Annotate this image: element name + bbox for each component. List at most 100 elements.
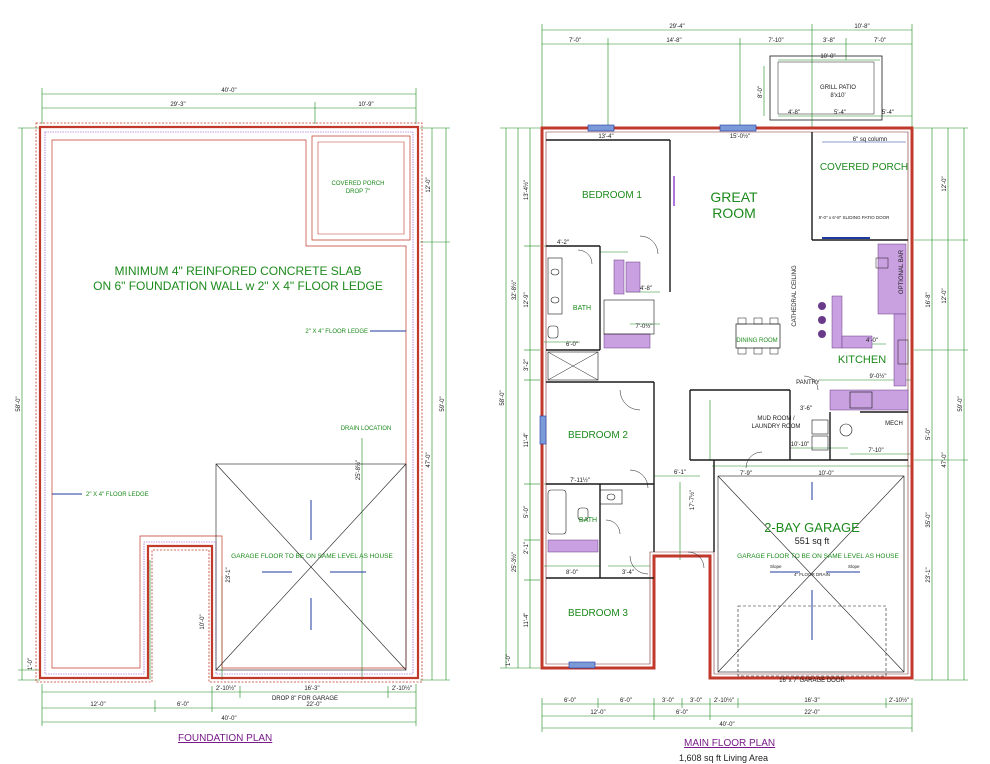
dim-f-right-c: 47'-0" (426, 452, 432, 467)
dim-m-patio: 10'-0" (820, 54, 835, 60)
dim-f-right-b: 59'-0" (440, 396, 446, 411)
living-area-label: 1,608 sq ft Living Area (679, 753, 769, 763)
dim-m-k4: 3'-6" (800, 406, 812, 412)
garage-floor-drain: 4" FLOOR DRAIN (794, 572, 830, 577)
dim-f-corner: 1'-0" (28, 658, 34, 670)
foundation-plan: MINIMUM 4" REINFORED CONCRETE SLAB ON 6"… (16, 88, 450, 726)
room-bedroom-2: BEDROOM 2 (568, 430, 628, 441)
dim-f-g-left: 23'-1" (226, 567, 232, 582)
dim-m-bt2: 8'-0" (566, 570, 578, 576)
room-bath-2: BATH (579, 517, 597, 524)
dim-m-top-b: 10'-8" (854, 24, 869, 30)
room-bedroom-1: BEDROOM 1 (582, 190, 642, 201)
dim-m-t2: 14'-8" (666, 38, 681, 44)
dim-m-p1: 4'-8" (788, 110, 800, 116)
dim-f-b6: 22'-0" (306, 702, 321, 708)
garage-slope-left: Slope (770, 564, 782, 569)
dim-m-b2: 6'-0" (620, 698, 632, 704)
dim-m-mud: 10'-10" (791, 442, 810, 448)
dim-m-l9: 25'-3½" (511, 552, 518, 572)
foundation-porch-label: COVERED PORCH (331, 181, 384, 187)
main-floor-plan-caption: MAIN FLOOR PLAN (684, 738, 776, 749)
dim-m-b6: 16'-3" (804, 698, 819, 704)
dim-m-hall2: 4'-8" (640, 286, 652, 292)
room-covered-porch: COVERED PORCH (820, 162, 908, 173)
room-mud-line1: MUD ROOM / (757, 416, 795, 422)
dim-m-g2: 10'-0" (818, 471, 833, 477)
dim-m-b9: 6'-0" (676, 710, 688, 716)
dim-m-rr7: 35'-0" (926, 512, 932, 527)
dim-m-hall3: 7'-0½" (636, 323, 653, 330)
dim-m-rr5: 59'-0" (958, 396, 964, 411)
dim-m-bt1: 7'-11½" (570, 477, 590, 484)
dim-m-l8: 2'-1" (524, 542, 530, 554)
dim-m-rr8: 23'-1" (926, 567, 932, 582)
porch-column-note: 6" sq column (853, 137, 887, 143)
dim-f-top-total: 40'-0" (221, 88, 236, 94)
room-bedroom-3: BEDROOM 3 (568, 608, 628, 619)
sliding-door-label: 8'-0" x 6'-8" SLIDING PATIO DOOR (819, 215, 891, 220)
dim-m-hall1: 4'-2" (557, 240, 569, 246)
dim-m-l5: 11'-4" (524, 433, 530, 448)
cathedral-ceiling-label: CATHEDRAL CEILING (792, 265, 798, 327)
dim-f-bottom-total: 40'-0" (221, 716, 236, 722)
dim-m-b10: 22'-0" (804, 710, 819, 716)
room-mech: MECH (885, 421, 903, 427)
dim-m-t4: 3'-8" (823, 38, 835, 44)
room-great-room-line2: ROOM (712, 205, 756, 221)
dim-f-b1: 2'-10½" (216, 685, 236, 692)
dim-m-rr2: 12'-0" (942, 288, 948, 303)
dim-m-rr4: 5'-0" (926, 428, 932, 440)
dim-m-t3: 7'-10" (768, 38, 783, 44)
dim-m-r1: 13'-4" (598, 134, 613, 140)
foundation-porch-drop: DROP 7" (346, 189, 370, 195)
dim-m-b7: 2'-10½" (889, 697, 909, 704)
dim-m-g4: 17'-7½" (689, 490, 696, 510)
foundation-garage-note: GARAGE FLOOR TO BE ON SAME LEVEL AS HOUS… (231, 553, 393, 560)
dim-m-k3: 7'-10" (868, 448, 883, 454)
main-floor-plan: BEDROOM 1 GREAT ROOM COVERED PORCH GRILL… (500, 24, 968, 732)
dim-m-p3: 5'-4" (882, 110, 894, 116)
dim-m-b11: 40'-0" (719, 722, 734, 728)
dim-m-b8: 12'-0" (590, 710, 605, 716)
room-grill-patio: GRILL PATIO (820, 85, 856, 91)
room-pantry: PANTRY (796, 380, 820, 386)
foundation-ledge-left: 2" X 4" FLOOR LEDGE (86, 492, 149, 498)
dim-m-rr1: 12'-0" (942, 176, 948, 191)
dim-f-notch: 10'-0" (200, 614, 206, 629)
dim-f-b3: 2'-10½" (392, 685, 412, 692)
dim-m-g3: 6'-1" (674, 470, 686, 476)
dim-m-k2: 9'-0½" (870, 373, 887, 380)
garage-slope-right: Slope (848, 564, 860, 569)
dim-m-l4: 3'-2" (524, 359, 530, 371)
dim-m-l6: 58'-0" (500, 390, 506, 405)
garage-door-label: 16' x 7' GARAGE DOOR (779, 678, 845, 684)
dim-m-b4: 3'-0" (690, 698, 702, 704)
dim-m-l3: 12'-9" (524, 292, 530, 307)
dim-f-b5: 6'-0" (177, 702, 189, 708)
dim-m-b5: 2'-10½" (714, 697, 734, 704)
dim-m-l7: 5'-0" (524, 506, 530, 518)
dim-m-rr3: 16'-8" (926, 292, 932, 307)
foundation-slab-note-line2: ON 6" FOUNDATION WALL w 2" X 4" FLOOR LE… (93, 279, 383, 293)
foundation-plan-caption: FOUNDATION PLAN (178, 733, 273, 744)
dim-m-k1: 4'-0" (866, 338, 878, 344)
dim-m-b3: 3'-0" (662, 698, 674, 704)
room-grill-patio-size: 8'x10' (830, 93, 845, 99)
dim-m-patio-v: 8'-0" (758, 86, 764, 98)
dim-m-hall4: 6'-0" (566, 342, 578, 348)
dim-m-l10: 11'-4" (524, 613, 530, 628)
room-mud-line2: LAUNDRY ROOM (752, 424, 801, 430)
dim-f-b4: 12'-0" (90, 702, 105, 708)
room-garage-area: 551 sq ft (795, 536, 830, 546)
dim-m-t1: 7'-0" (569, 38, 581, 44)
foundation-ledge-right: 2" X 4" FLOOR LEDGE (305, 329, 368, 335)
foundation-slab-note-line1: MINIMUM 4" REINFORED CONCRETE SLAB (115, 264, 362, 278)
foundation-drop-note: DROP 8" FOR GARAGE (272, 696, 338, 702)
foundation-drain-label: DRAIN LOCATION (341, 426, 392, 432)
dim-f-top-left: 29'-3" (170, 102, 185, 108)
dim-f-drain-v: 25'-8½" (355, 460, 362, 480)
dim-f-b2: 16'-3" (304, 686, 319, 692)
dim-m-p2: 5'-4" (834, 110, 846, 116)
